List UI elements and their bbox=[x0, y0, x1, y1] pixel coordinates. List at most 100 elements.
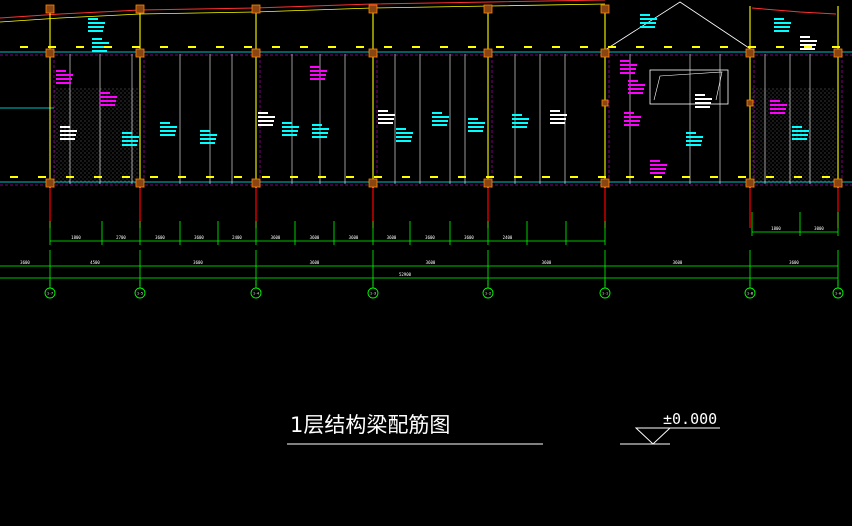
axis-label: 1-4 bbox=[253, 292, 259, 296]
beam-label-mark bbox=[524, 46, 532, 48]
beam-label-mark bbox=[458, 176, 466, 178]
beam-label-mark bbox=[608, 46, 616, 48]
axis-label: 1-3 bbox=[370, 292, 376, 296]
beam-annotation-mark bbox=[550, 110, 560, 112]
beam-annotation-mark bbox=[310, 78, 325, 80]
beam-annotation-mark bbox=[800, 44, 816, 46]
beam-annotation-mark bbox=[550, 122, 565, 124]
beam-annotation-mark bbox=[92, 38, 102, 40]
beam-label-mark bbox=[440, 46, 448, 48]
beam-annotation-mark bbox=[258, 116, 275, 118]
beam-annotation-mark bbox=[774, 30, 789, 32]
beam-annotation-mark bbox=[650, 172, 665, 174]
beam-annotation-mark bbox=[88, 18, 98, 20]
beam-annotation-mark bbox=[258, 124, 273, 126]
beam-annotation-mark bbox=[512, 118, 529, 120]
beam-label-mark bbox=[514, 176, 522, 178]
dim-text: 3600 bbox=[426, 260, 436, 265]
beam-annotation-mark bbox=[624, 120, 640, 122]
axis-bubble bbox=[134, 287, 146, 299]
beam-annotation-mark bbox=[620, 72, 635, 74]
beam-annotation-mark bbox=[160, 130, 176, 132]
beam-label-mark bbox=[38, 176, 46, 178]
beam-annotation-mark bbox=[624, 124, 639, 126]
beam-annotation-mark bbox=[100, 96, 117, 98]
beam-label-mark bbox=[272, 46, 280, 48]
beam-annotation-mark bbox=[512, 126, 527, 128]
beam-annotation-mark bbox=[122, 144, 137, 146]
dim-text: 3600 bbox=[193, 260, 203, 265]
beam-annotation-mark bbox=[770, 104, 787, 106]
beam-label-mark bbox=[76, 46, 84, 48]
beam-annotation-mark bbox=[378, 118, 394, 120]
beam-annotation-mark bbox=[310, 66, 320, 68]
beam-annotation-mark bbox=[310, 70, 327, 72]
column bbox=[746, 99, 754, 107]
beam-annotation-mark bbox=[432, 112, 442, 114]
dim-text: 4500 bbox=[90, 260, 100, 265]
column bbox=[251, 4, 261, 14]
beam-annotation-mark bbox=[312, 136, 327, 138]
beam-annotation-mark bbox=[122, 132, 132, 134]
beam-label-mark bbox=[804, 46, 812, 48]
beam-annotation-mark bbox=[160, 134, 175, 136]
beam-annotation-mark bbox=[512, 122, 528, 124]
column bbox=[251, 48, 261, 58]
beam-annotation-mark bbox=[432, 124, 447, 126]
column bbox=[601, 99, 609, 107]
beam-annotation-mark bbox=[282, 130, 298, 132]
beam-annotation-mark bbox=[800, 36, 810, 38]
beam-label-mark bbox=[468, 46, 476, 48]
beam-label-mark bbox=[132, 46, 140, 48]
beam-label-mark bbox=[206, 176, 214, 178]
beam-annotation-mark bbox=[258, 112, 268, 114]
beam-label-mark bbox=[552, 46, 560, 48]
beam-annotation-mark bbox=[88, 26, 104, 28]
beam-annotation-mark bbox=[88, 22, 105, 24]
beam-annotation-mark bbox=[620, 60, 630, 62]
beam-annotation-mark bbox=[770, 100, 780, 102]
dim-text: 3600 bbox=[155, 235, 165, 240]
beam-annotation-mark bbox=[774, 22, 791, 24]
beam-annotation-mark bbox=[640, 26, 655, 28]
beam-annotation-mark bbox=[60, 134, 76, 136]
beam-annotation-mark bbox=[92, 46, 108, 48]
beam-label-mark bbox=[48, 46, 56, 48]
beam-annotation-mark bbox=[396, 140, 411, 142]
column bbox=[135, 48, 145, 58]
beam-annotation-mark bbox=[770, 112, 785, 114]
beam-label-mark bbox=[300, 46, 308, 48]
beam-label-mark bbox=[636, 46, 644, 48]
beam-annotation-mark bbox=[468, 130, 483, 132]
beam-label-mark bbox=[234, 176, 242, 178]
beam-annotation-mark bbox=[282, 134, 297, 136]
beam-annotation-mark bbox=[792, 138, 807, 140]
beam-label-mark bbox=[262, 176, 270, 178]
beam-annotation-mark bbox=[56, 82, 71, 84]
beam-annotation-mark bbox=[792, 130, 809, 132]
dim-text: 1800 bbox=[71, 235, 81, 240]
dim-text: 3600 bbox=[310, 235, 320, 240]
dim-text: 3000 bbox=[814, 226, 824, 231]
dim-text: 3600 bbox=[673, 260, 683, 265]
beam-annotation-mark bbox=[624, 116, 641, 118]
column bbox=[483, 48, 493, 58]
beam-annotation-mark bbox=[650, 164, 667, 166]
beam-annotation-mark bbox=[695, 98, 712, 100]
dim-text: 3600 bbox=[387, 235, 397, 240]
beam-annotation-mark bbox=[686, 132, 696, 134]
beam-annotation-mark bbox=[310, 74, 326, 76]
dim-text: 3600 bbox=[194, 235, 204, 240]
dim-text: 2400 bbox=[232, 235, 242, 240]
beam-label-mark bbox=[104, 46, 112, 48]
dim-text: 2700 bbox=[116, 235, 126, 240]
beam-annotation-mark bbox=[378, 110, 388, 112]
beam-label-mark bbox=[122, 176, 130, 178]
beam-annotation-mark bbox=[792, 126, 802, 128]
beam-annotation-mark bbox=[624, 112, 634, 114]
column bbox=[251, 178, 261, 188]
beam-annotation-mark bbox=[640, 18, 657, 20]
axis-label: 1-A bbox=[835, 292, 841, 296]
beam-annotation-mark bbox=[396, 132, 413, 134]
